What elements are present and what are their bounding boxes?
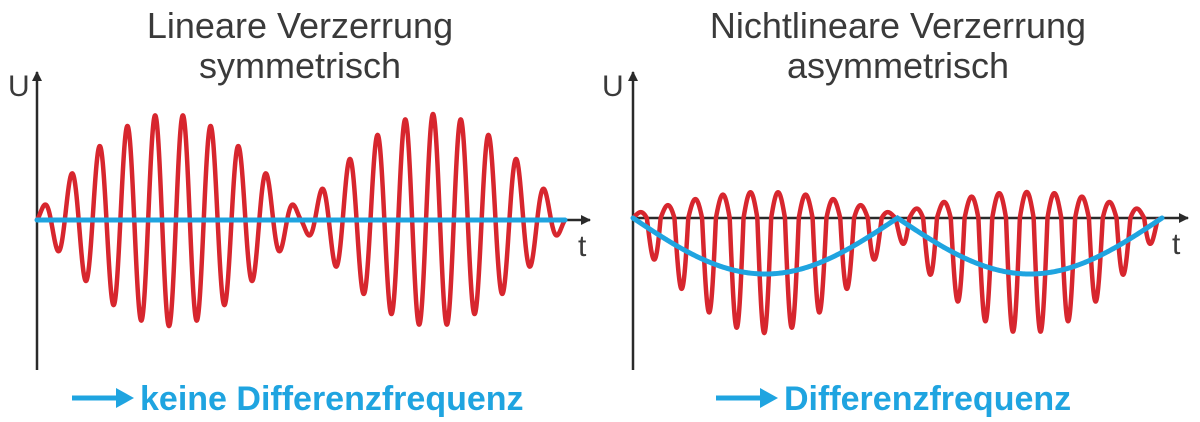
panel-nonlinear-title-line1: Nichtlineare Verzerrung [710,5,1086,46]
panel-linear-x-label: t [578,230,587,263]
panel-nonlinear-result: Differenzfrequenz [716,380,1071,418]
panel-nonlinear-title-line2: asymmetrisch [787,45,1009,86]
panel-nonlinear-result-arrowhead-icon [760,388,778,408]
panel-linear-y-label: U [8,70,30,103]
panel-linear-result-arrowhead-icon [116,388,134,408]
panel-linear-title-line2: symmetrisch [199,45,401,86]
panel-linear-title-line1: Lineare Verzerrung [147,5,453,46]
panel-nonlinear-difference-curve [630,214,1165,277]
panel-nonlinear-result-text: Differenzfrequenz [784,380,1071,418]
panel-nonlinear-y-label: U [602,70,624,103]
panel-linear: Lineare Verzerrung symmetrisch U t keine… [8,5,591,418]
panel-nonlinear: Nichtlineare Verzerrung asymmetrisch U t… [602,5,1189,418]
panel-linear-result: keine Differenzfrequenz [72,380,524,418]
panel-linear-result-text: keine Differenzfrequenz [140,380,524,418]
panel-nonlinear-x-label: t [1172,228,1181,261]
